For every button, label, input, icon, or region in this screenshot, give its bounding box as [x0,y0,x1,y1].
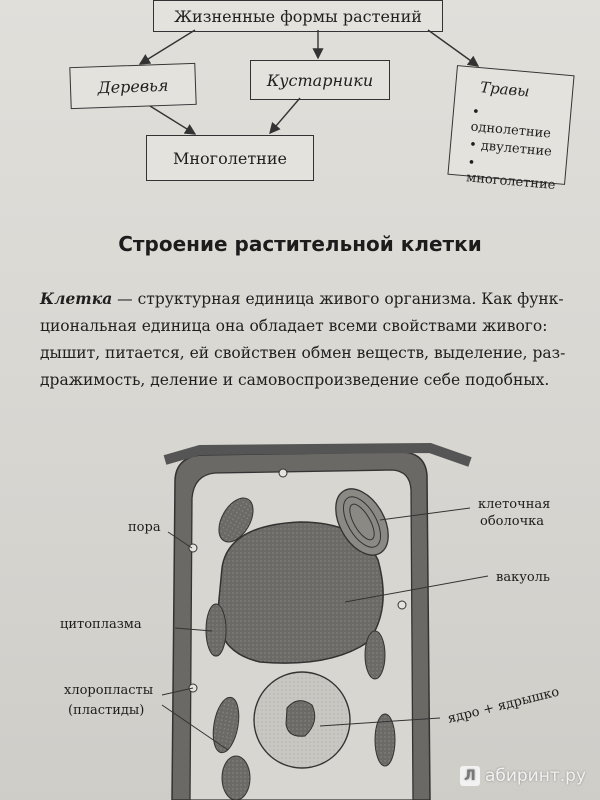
plant-cell-illustration [161,442,489,800]
pore [278,468,288,478]
paragraph-line-1: Клетка — структурная единица живого орга… [40,289,564,308]
pointer-chloroplasts-2 [161,704,229,751]
chloroplast [205,603,227,657]
definition-paragraph: Клетка — структурная единица живого орга… [40,285,588,394]
chloroplast [212,696,240,754]
arrow-to-grasses [427,29,480,67]
arrow-to-trees [138,29,196,65]
chloroplast [374,713,396,767]
watermark-text: абиринт.ру [484,766,586,786]
label-plastids: (пластиды) [68,703,145,718]
pointer-nucleus [319,717,441,727]
paragraph-line-2: циональная единица она обладает всеми св… [40,317,548,335]
diagram-arrows [138,29,480,135]
nucleolus [285,700,316,737]
paragraph-line-3: дышит, питается, ей свойствен обмен веще… [40,344,566,362]
label-cell-wall-2: оболочка [480,514,545,529]
pointer-cytoplasm [174,627,213,632]
chloroplast-detailed [335,488,389,556]
neighbour-wall [163,442,472,467]
pointer-pore [167,531,193,549]
labirint-logo-icon: Л [459,766,480,786]
chloroplast [218,497,254,543]
label-chloroplasts: хлоропласты [64,683,154,698]
label-cell-wall-1: клеточная [478,497,551,512]
term-cell: Клетка [40,289,113,308]
vacuole [217,521,384,664]
pointer-cell-wall [379,507,471,521]
arrow-trees-to-perennial [149,105,197,135]
label-vacuole: вакуоль [496,570,551,585]
pore [397,600,407,610]
site-watermark: Л абиринт.ру [459,766,586,786]
perennial-box: Многолетние [146,135,314,181]
section-heading: Строение растительной клетки [118,232,482,256]
label-pore: пора [128,520,161,535]
paragraph-line-4: дражимость, деление и самовоспроизведени… [40,371,550,389]
label-cytoplasm: цитоплазма [60,617,142,632]
chloroplast [221,755,251,800]
pointer-vacuole [344,575,489,603]
chloroplast [364,630,386,680]
life-forms-box: Жизненные формы растений [153,0,443,32]
pore [188,543,198,553]
arrow-shrubs-to-perennial [269,97,301,135]
shrubs-box: Кустарники [250,60,390,100]
pointer-chloroplasts-1 [161,687,194,696]
